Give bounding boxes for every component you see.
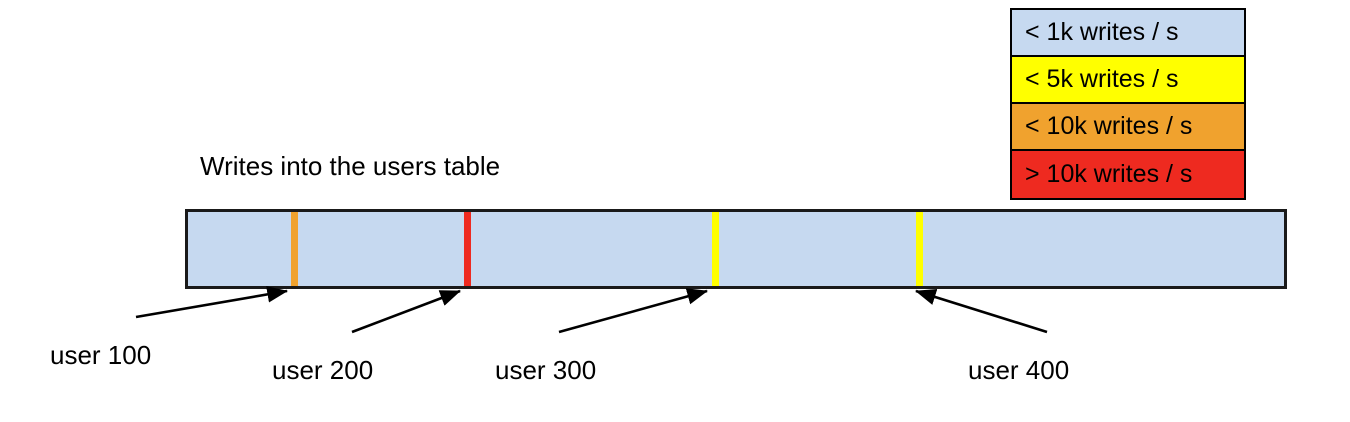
legend-label-lt-5k: < 5k writes / s — [1025, 65, 1179, 93]
callout-user-100: user 100 — [50, 340, 152, 370]
callout-user-200: user 200 — [272, 355, 374, 385]
legend-row-lt-10k: < 10k writes / s — [1012, 104, 1244, 151]
legend-label-gt-10k: > 10k writes / s — [1025, 160, 1193, 188]
users-table-bar — [185, 209, 1287, 289]
stripe-user-200 — [464, 212, 471, 286]
arrow-user-400 — [915, 288, 1048, 334]
stripe-user-300 — [712, 212, 719, 286]
callout-user-400: user 400 — [968, 355, 1070, 385]
legend-label-lt-1k: < 1k writes / s — [1025, 18, 1179, 46]
legend-row-gt-10k: > 10k writes / s — [1012, 151, 1244, 198]
arrow-user-300 — [558, 288, 709, 334]
callout-user-300: user 300 — [495, 355, 597, 385]
legend-row-lt-1k: < 1k writes / s — [1012, 10, 1244, 57]
legend-label-lt-10k: < 10k writes / s — [1025, 112, 1193, 140]
arrow-user-200 — [351, 289, 461, 334]
legend-row-lt-5k: < 5k writes / s — [1012, 57, 1244, 104]
legend: < 1k writes / s < 5k writes / s < 10k wr… — [1010, 8, 1246, 200]
chart-title: Writes into the users table — [200, 151, 501, 181]
stripe-user-100 — [291, 212, 298, 286]
arrow-user-100 — [135, 286, 289, 319]
stripe-user-400 — [916, 212, 923, 286]
